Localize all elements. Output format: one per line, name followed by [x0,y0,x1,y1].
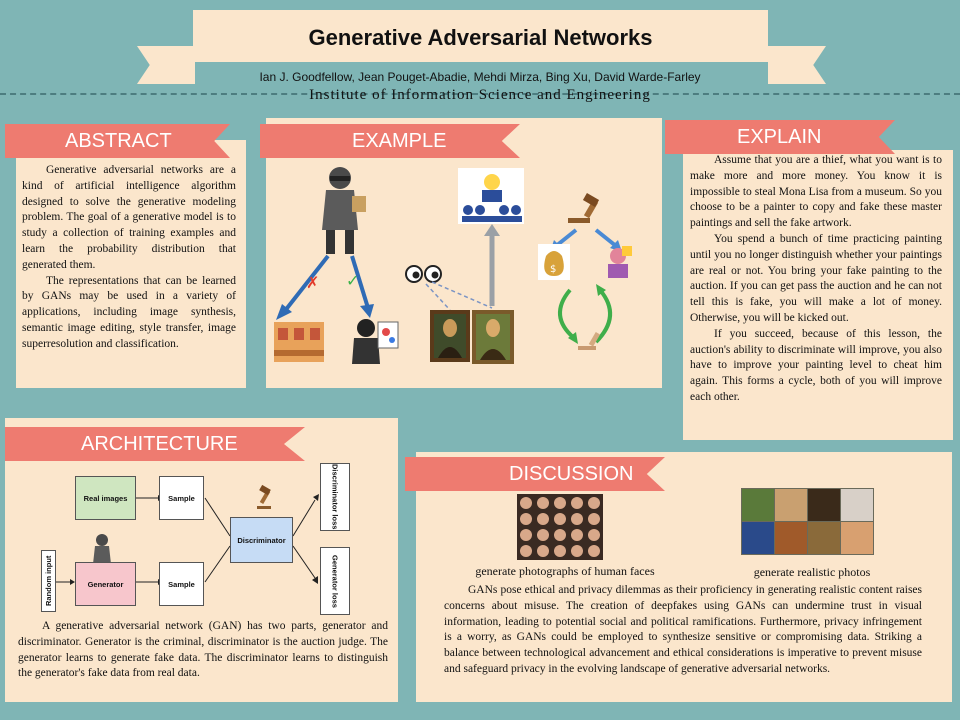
explain-heading: EXPLAIN [665,120,895,154]
abstract-paragraph-1: Generative adversarial networks are a ki… [22,164,236,271]
explain-paragraph-2: You spend a bunch of time practicing pai… [690,232,942,324]
mona-lisa-original-icon [430,310,470,362]
gavel-icon [568,193,600,223]
authors: Ian J. Goodfellow, Jean Pouget-Abadie, M… [259,70,701,84]
discussion-text: GANs pose ethical and privacy dilemmas a… [444,584,922,675]
kicked-out-icon [608,246,632,278]
generator-loss-box: Generator loss [320,547,350,615]
sample-box-bottom: Sample [159,562,204,606]
explain-paragraph-1: Assume that you are a thief, what you wa… [690,154,942,230]
architecture-diagram-connectors [56,484,319,585]
example-heading: EXAMPLE [260,124,520,158]
abstract-panel [16,140,246,388]
museum-icon [274,322,324,362]
check-icon: ✓ [346,271,359,290]
faces-caption: generate photographs of human faces [475,564,655,578]
realistic-photos-image [741,488,874,555]
thief-icon [93,534,111,564]
generator-box: Generator [75,562,136,606]
arrow-to-painter [350,255,370,309]
header-divider [0,93,960,95]
arrow-to-museum [282,254,330,314]
institute: Institute of Information Science and Eng… [309,87,651,103]
eyes-icon [405,265,442,283]
discriminator-box: Discriminator [230,517,293,563]
faces-image [517,494,603,560]
explain-paragraph-3: If you succeed, because of this lesson, … [690,327,942,403]
abstract-heading: ABSTRACT [5,124,230,158]
poster-title: Generative Adversarial Networks [193,10,768,62]
gavel-small-icon [578,331,601,350]
auction-scene-icon [458,168,524,224]
mona-lisa-fake-icon [472,310,514,364]
real-images-box: Real images [75,476,136,520]
cross-icon: ✗ [306,273,319,292]
thief-icon [322,167,366,254]
explain-text: Assume that you are a thief, what you wa… [690,153,942,406]
photos-caption: generate realistic photos [753,565,871,579]
architecture-text: A generative adversarial network (GAN) h… [18,620,388,680]
random-input-box: Random input [41,550,56,612]
abstract-paragraph-2: The representations that can be learned … [22,274,236,350]
discriminator-loss-box: Discriminator loss [320,463,350,531]
svg-text:$: $ [550,264,556,275]
money-bag-icon: $ [538,244,570,280]
painter-icon [352,319,399,364]
abstract-text: Generative adversarial networks are a ki… [22,163,236,353]
explain-panel [683,150,953,440]
discussion-heading: DISCUSSION [405,457,665,491]
gavel-icon [257,484,271,509]
example-illustration: ✗ ✓ [274,167,632,364]
architecture-heading: ARCHITECTURE [5,427,305,461]
cycle-arrow-left [558,288,576,340]
sample-box-top: Sample [159,476,204,520]
cycle-arrow-right [594,288,613,344]
